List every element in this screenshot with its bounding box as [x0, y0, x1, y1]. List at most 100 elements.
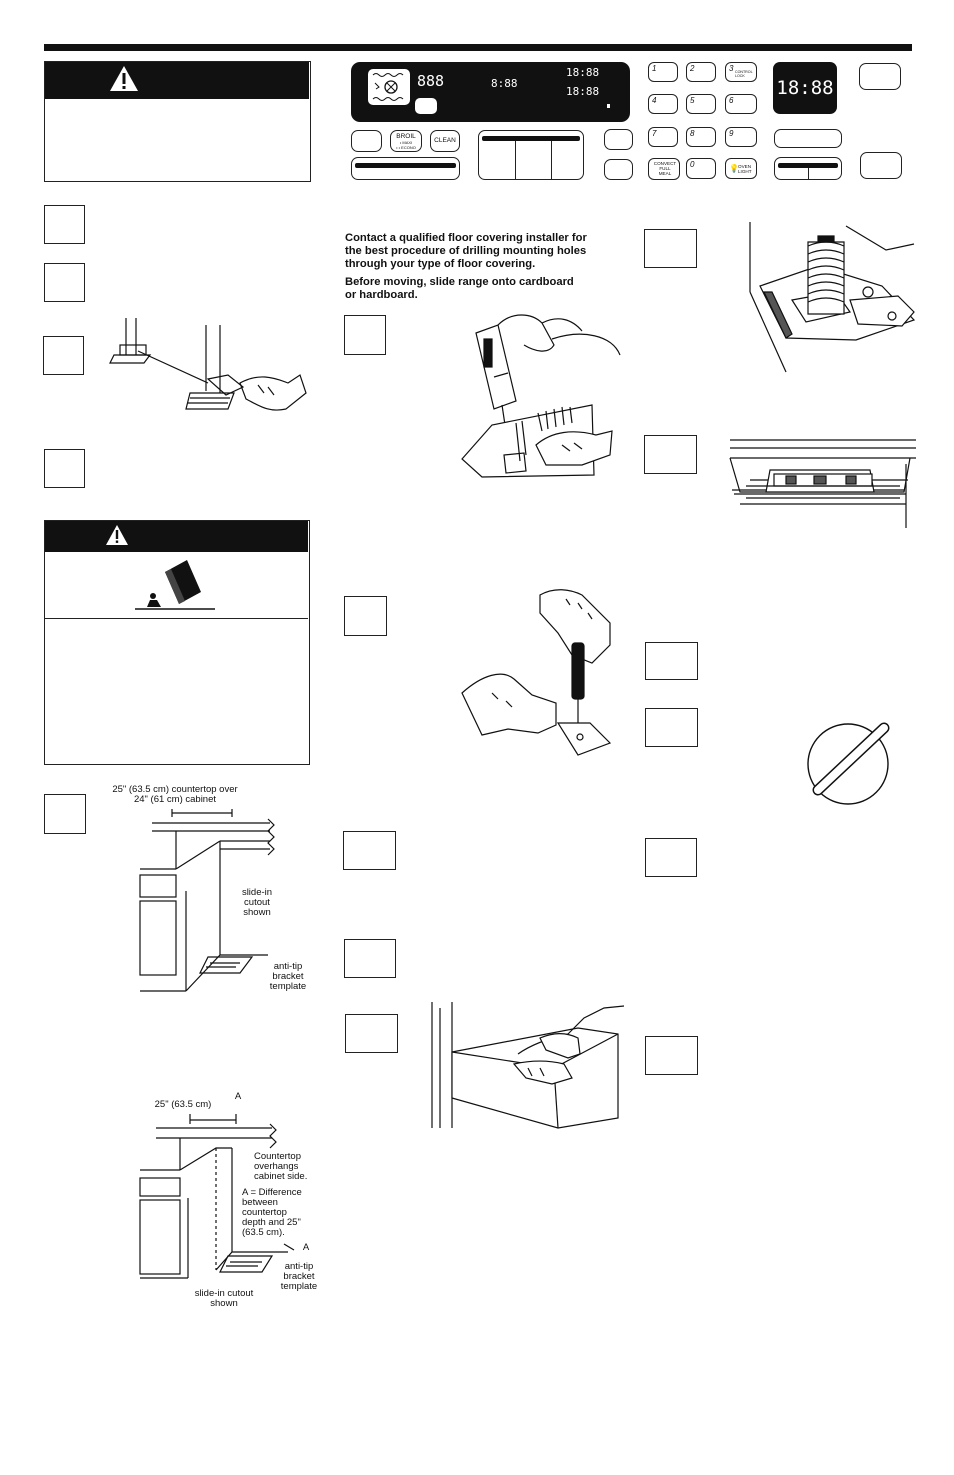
key-4[interactable]: 4	[648, 94, 678, 114]
warning-header	[45, 62, 309, 99]
fig1-cutout-3: shown	[243, 907, 271, 918]
warning-icon	[110, 66, 138, 91]
fig1-template-3: template	[269, 981, 307, 992]
fig2-adef-1: A = Difference	[242, 1187, 302, 1198]
fig2-a-definition: A = Difference between countertop depth …	[242, 1188, 316, 1238]
fig1-template-2: bracket	[272, 971, 304, 982]
fig1-cutout-1: slide-in	[241, 887, 273, 898]
fig1-dimension-label: 25" (63.5 cm) countertop over 24" (61 cm…	[104, 785, 246, 805]
panel-button-bottom-right[interactable]	[860, 152, 902, 179]
fig2-overhang-3: cabinet side.	[254, 1171, 308, 1182]
key-6[interactable]: 6	[725, 94, 757, 114]
panel-divider-3	[808, 168, 809, 179]
step-box-7	[344, 596, 387, 636]
step-box-3	[43, 336, 84, 375]
step-box-10	[345, 1014, 398, 1053]
broil-label: BROIL	[396, 133, 416, 140]
convect-full-meal-button[interactable]: CONVECT FULL MEAL	[648, 158, 680, 180]
oven-light-label: OVEN LIGHT	[738, 164, 752, 174]
step-box-6	[344, 315, 386, 355]
key-6-label: 6	[729, 96, 734, 105]
panel-button-wide-1[interactable]	[351, 157, 460, 180]
broil-sub2: • • ECONO	[396, 145, 416, 150]
tip-over-hazard-icon	[135, 560, 215, 610]
fig2-adef-4: depth and 25"	[242, 1217, 301, 1228]
fig2-a-mark: A	[234, 1091, 242, 1102]
fig1-cutout-2: cutout	[244, 897, 270, 908]
warning-header-2	[45, 521, 308, 552]
intro-line-1: Contact a qualified floor covering insta…	[345, 232, 587, 244]
step-box-16	[645, 1036, 698, 1075]
warning-icon-2	[106, 525, 128, 545]
panel-bar-3	[778, 163, 838, 168]
step-box-5	[44, 794, 86, 834]
display-right-bottom: 18:88	[566, 85, 600, 98]
step-box-1	[44, 205, 85, 244]
panel-divider-2	[551, 141, 552, 179]
clean-button[interactable]: CLEAN	[430, 130, 460, 152]
key-1-label: 1	[652, 64, 657, 73]
step-box-2	[44, 263, 85, 302]
intro-line-3: through your type of floor covering.	[345, 258, 536, 270]
panel-button-blank-2[interactable]	[604, 129, 633, 150]
broil-button[interactable]: BROIL • MAXI • • ECONO	[390, 130, 422, 152]
key-9[interactable]: 9	[725, 127, 757, 147]
fig2-adef-5: (63.5 cm).	[242, 1227, 285, 1238]
leveling-leg-wrench-illustration	[109, 318, 307, 411]
key-5-label: 5	[690, 96, 695, 105]
clock-display: 18:88	[773, 62, 837, 114]
oven-cavity-icon	[368, 69, 410, 105]
fig2-dimension-label: 25" (63.5 cm)	[154, 1099, 212, 1110]
fig1-template-1: anti-tip	[273, 961, 303, 972]
broil-sub1: • MAXI	[399, 140, 413, 145]
intro-line-4: Before moving, slide range onto cardboar…	[345, 276, 574, 288]
key-3-control-lock[interactable]: 3 CONTROL LOCK	[725, 62, 757, 82]
fig1-dim-line2: 24" (61 cm) cabinet	[133, 794, 217, 805]
oven-light-button[interactable]: 💡 OVEN LIGHT	[725, 158, 757, 179]
range-slide-illustration	[431, 1002, 625, 1129]
step-box-9	[344, 939, 396, 978]
key-1[interactable]: 1	[648, 62, 678, 82]
panel-slider-group[interactable]	[478, 130, 584, 180]
fig2-adef-3: countertop	[242, 1207, 287, 1218]
fig2-overhang-label: Countertop overhangs cabinet side.	[254, 1152, 320, 1182]
panel-button-blank-3[interactable]	[604, 159, 633, 180]
fig2-overhang-1: Countertop	[254, 1151, 302, 1162]
key-7[interactable]: 7	[648, 127, 678, 147]
display-temp: 888	[417, 72, 445, 90]
key-8[interactable]: 8	[686, 127, 716, 147]
fig2-a-mark-2: A	[302, 1242, 310, 1253]
panel-button-wide-2[interactable]	[774, 129, 842, 148]
level-on-rack-illustration	[729, 439, 916, 528]
step-box-12	[644, 435, 697, 474]
fig2-template-2: bracket	[283, 1271, 315, 1282]
fig2-adef-2: between	[242, 1197, 278, 1208]
fig2-overhang-2: overhangs	[254, 1161, 299, 1172]
key-2-label: 2	[690, 64, 695, 73]
key-5[interactable]: 5	[686, 94, 716, 114]
key-0[interactable]: 0	[686, 158, 716, 179]
intro-paragraph-2: Before moving, slide range onto cardboar…	[345, 276, 574, 302]
intro-line-2: the best procedure of drilling mounting …	[345, 245, 587, 257]
step-box-8	[343, 831, 396, 870]
key-3-label: 3	[729, 64, 734, 73]
display-dot	[607, 104, 610, 108]
drill-illustration	[461, 314, 621, 478]
warning-box-2	[44, 520, 310, 765]
fig2-cutout-label: slide-in cutout shown	[184, 1289, 264, 1309]
step-box-4	[44, 449, 85, 488]
panel-button-top-right[interactable]	[859, 63, 901, 90]
panel-button-wide-3[interactable]	[774, 157, 842, 180]
convect-label: CONVECT FULL MEAL	[653, 161, 677, 176]
step-box-14	[645, 708, 698, 747]
intro-line-5: or hardboard.	[345, 289, 418, 301]
fig1-dim-line1: 25" (63.5 cm) countertop over	[112, 784, 238, 795]
panel-divider-1	[515, 141, 516, 179]
leveling-leg-bracket-illustration	[749, 222, 916, 373]
key-2[interactable]: 2	[686, 62, 716, 82]
panel-button-blank-1[interactable]	[351, 130, 382, 152]
step-box-11	[644, 229, 697, 268]
warning-divider	[45, 618, 308, 619]
fig1-cutout-label: slide-in cutout shown	[232, 888, 282, 918]
control-knob-illustration	[807, 722, 890, 805]
